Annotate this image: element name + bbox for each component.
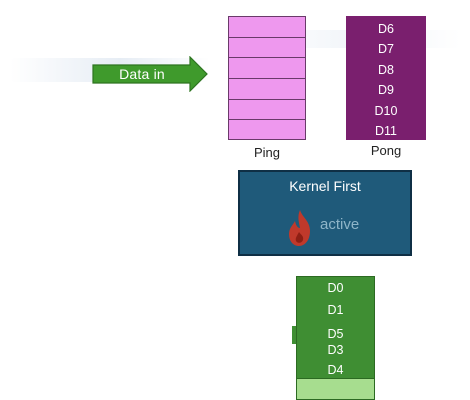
- pong-item: D7: [378, 42, 394, 57]
- pong-item: D11: [374, 123, 397, 138]
- arrow-shape: [92, 56, 208, 92]
- kernel-title: Kernel First: [289, 178, 361, 194]
- pong-buffer: D6 D7 D8 D9 D10 D11: [346, 16, 426, 140]
- pong-item: D8: [378, 62, 394, 77]
- output-buffer: D0 D1 D5 D3 D4: [296, 276, 375, 400]
- output-item: D0: [327, 281, 344, 295]
- ping-slot: [229, 38, 305, 59]
- ping-slot: [229, 17, 305, 38]
- output-item: D3: [327, 343, 344, 357]
- pong-label: Pong: [370, 143, 402, 158]
- ping-slot: [229, 100, 305, 121]
- output-item: D1: [327, 303, 344, 317]
- ping-slot: [229, 79, 305, 100]
- output-empty-slot: [297, 378, 374, 399]
- output-item: D5: [327, 327, 344, 341]
- output-notch: [292, 326, 297, 344]
- arrow-label: Data in: [119, 66, 165, 82]
- ping-slot: [229, 58, 305, 79]
- ping-slot: [229, 120, 305, 141]
- kernel-status: active: [320, 216, 360, 233]
- ping-buffer: [228, 16, 306, 140]
- data-in-arrow: Data in: [92, 56, 208, 92]
- pong-item: D10: [374, 103, 398, 118]
- kernel-box: Kernel First active: [238, 170, 412, 256]
- ping-label: Ping: [253, 145, 281, 160]
- output-item: D4: [327, 363, 344, 377]
- pong-item: D9: [378, 83, 394, 98]
- flame-icon: [289, 210, 310, 246]
- pong-item: D6: [378, 22, 394, 36]
